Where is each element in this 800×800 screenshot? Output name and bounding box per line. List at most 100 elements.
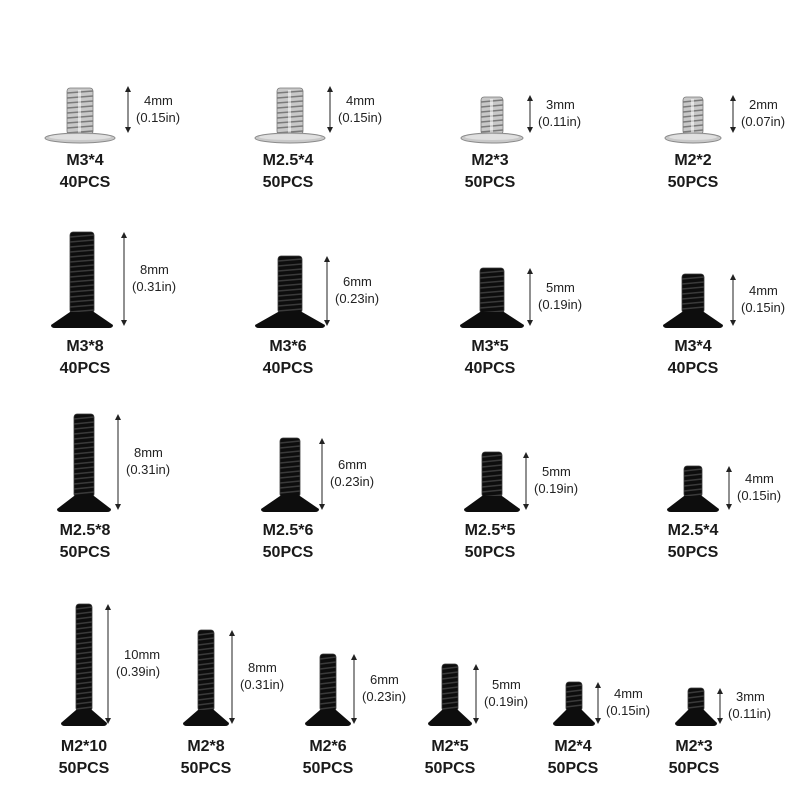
length-mm: 10mm [124,647,161,662]
length-mm: 3mm [736,689,765,704]
dimension-arrow-icon [229,630,235,724]
dimension-arrow-icon [730,274,736,326]
screw-size-label: M3*4 [674,338,712,355]
length-inches: (0.15in) [338,109,383,125]
screw-body [44,87,116,144]
length-label: 5mm (0.19in) [534,463,578,497]
length-inches: (0.19in) [484,694,529,709]
screw-size-label: M2*6 [309,738,347,755]
screw-body [667,465,719,512]
quantity-label: 40PCS [59,360,111,377]
screw-size-label: M2*4 [554,738,592,755]
screw-size-label: M3*6 [269,338,307,355]
dimension-arrow-icon [527,95,533,133]
dimension-arrow-icon [319,438,325,510]
dimension-arrow-icon [595,682,601,724]
screw-size-label: M2*10 [60,738,108,755]
screw-size-label: M3*8 [66,338,104,355]
screw-body [254,87,326,144]
quantity-label: 50PCS [302,760,354,777]
screw-size-label: M2*5 [431,738,469,755]
dimension-arrow-icon [125,86,131,133]
dimension-arrow-icon [726,466,732,510]
length-mm: 4mm [745,471,774,486]
screw-body [663,273,723,328]
length-inches: (0.31in) [132,279,177,294]
length-mm: 8mm [248,660,277,675]
screw-body [464,451,520,512]
quantity-label: 50PCS [262,174,314,191]
dimension-arrow-icon [121,232,127,326]
quantity-label: 50PCS [668,760,720,777]
length-mm: 5mm [546,280,575,295]
screw-size-label: M2*2 [674,152,712,169]
length-inches: (0.15in) [136,109,181,125]
screw-size-label: M3*5 [471,338,509,355]
quantity-label: 40PCS [59,174,111,191]
length-inches: (0.15in) [606,703,651,718]
length-mm: 8mm [134,445,163,460]
screw-size-label: M2.5*6 [262,522,314,539]
length-label: 8mm(0.31in) [240,659,284,693]
length-label: 2mm(0.07in) [741,96,785,130]
screw-size-label: M2*3 [471,152,509,169]
length-mm: 4mm [346,92,375,108]
length-label: 3mm (0.11in) [728,688,771,722]
length-mm: 5mm [542,464,571,479]
screw-body [51,231,113,328]
screw-body [183,629,229,726]
length-mm: 4mm [144,92,173,108]
screw-body [664,96,722,144]
length-inches: (0.19in) [538,297,583,312]
quantity-label: 50PCS [667,174,719,191]
length-label: 4mm(0.15in) [136,92,180,126]
screw-body [61,603,107,726]
length-mm: 4mm [749,283,778,298]
length-label: 6mm(0.23in) [335,273,379,307]
dimension-arrow-icon [730,95,736,133]
quantity-label: 50PCS [59,544,111,561]
dimension-arrow-icon [327,86,333,133]
quantity-label: 50PCS [180,760,232,777]
length-label: 10mm(0.39in) [116,646,160,680]
screw-body [305,653,351,726]
screw-body [675,687,717,726]
length-mm: 3mm [546,97,575,112]
length-label: 5mm(0.19in) [484,676,528,710]
dimension-arrow-icon [527,268,533,326]
length-inches: (0.19in) [534,481,579,496]
screw-size-label: M2.5*5 [464,522,516,539]
length-label: 4mm (0.15in) [606,685,650,719]
screw-body [255,255,325,328]
quantity-label: 50PCS [667,544,719,561]
quantity-label: 50PCS [464,544,516,561]
length-label: 6mm(0.23in) [362,671,406,705]
length-inches: (0.11in) [728,706,772,721]
length-inches: (0.31in) [126,462,171,477]
screw-body [460,96,524,144]
screw-size-label: M2.5*4 [262,152,314,169]
dimension-arrow-icon [105,604,111,724]
length-inches: (0.15in) [737,488,782,503]
length-mm: 2mm [749,97,778,112]
screw-body [553,681,595,726]
length-label: 3mm(0.11in) [538,96,581,130]
screw-size-label: M2*8 [187,738,225,755]
length-mm: 4mm [614,686,643,701]
length-label: 5mm (0.19in) [538,279,582,313]
length-mm: 6mm [338,457,367,472]
